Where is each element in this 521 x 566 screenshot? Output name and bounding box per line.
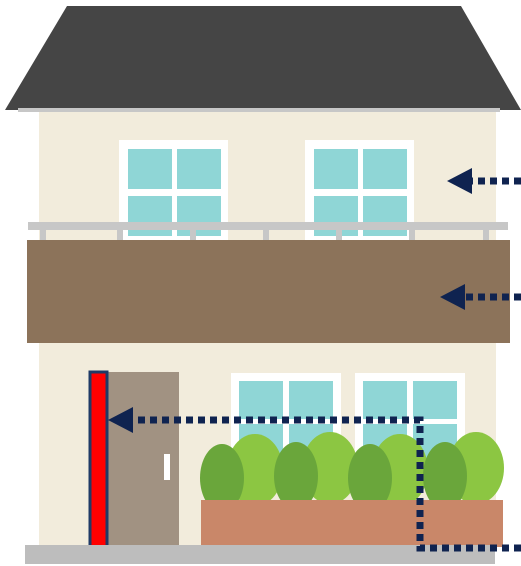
door-highlight bbox=[88, 370, 109, 550]
balcony-panel bbox=[27, 240, 510, 343]
shrubs bbox=[200, 432, 504, 512]
planter-box bbox=[201, 500, 503, 547]
upper-wall-arrow bbox=[447, 168, 521, 194]
roof bbox=[5, 6, 521, 110]
roof-eave-line bbox=[18, 108, 500, 112]
balcony-panel-arrow bbox=[440, 284, 521, 310]
door-handle bbox=[164, 454, 170, 480]
upper-wall bbox=[39, 110, 496, 240]
door-edge-arrow bbox=[108, 407, 521, 552]
ground-strip bbox=[25, 545, 495, 564]
balcony-railing bbox=[28, 222, 508, 241]
